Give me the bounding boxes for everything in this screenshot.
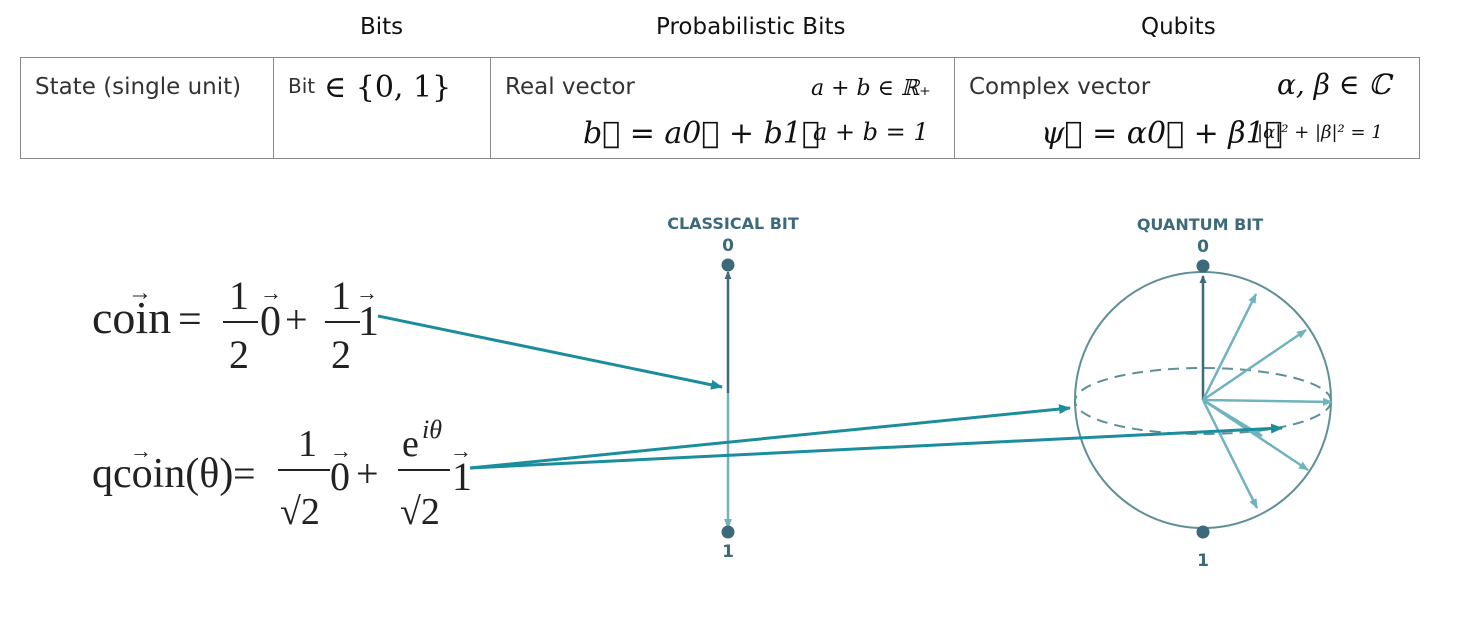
- qcoin-vec-1-arrow: →: [450, 438, 472, 463]
- qcoin-vec-0-arrow: →: [330, 438, 352, 463]
- qcoin-vec-0: 0: [330, 454, 350, 499]
- header-qubits: Qubits: [1141, 14, 1216, 40]
- coin-den-2: 2: [331, 332, 351, 377]
- qcoin-equals: =: [233, 451, 256, 496]
- qcoin-lhs: qcoin(θ): [92, 451, 233, 497]
- bits-cell: Bit ∈ {0, 1}: [273, 57, 491, 159]
- classical-bit-figure: CLASSICAL BIT 0 1: [667, 214, 799, 562]
- coin-plus: +: [285, 297, 308, 342]
- row-label: State (single unit): [35, 74, 242, 100]
- qubit-vector-2: [1202, 328, 1307, 402]
- quantum-bit-top-label: 0: [1197, 237, 1209, 257]
- coin-vec-0-arrow: →: [260, 280, 282, 305]
- pbits-cell: Real vector a + b ∈ ℝ₊ b⃗ = a0⃗ + b1⃗ a …: [490, 57, 955, 159]
- qcoin-den-2: √2: [400, 491, 440, 533]
- qubits-cell: Complex vector α, β ∈ ℂ ψ⃗ = α0⃗ + β1⃗ |…: [954, 57, 1420, 159]
- coin-equals: =: [178, 297, 202, 343]
- coin-lhs: coin: [92, 292, 171, 343]
- qubit-vector-3: [1202, 397, 1333, 406]
- qcoin-connector-arrow-2: [469, 423, 1283, 470]
- coin-vec-1: 1: [358, 299, 379, 345]
- coin-num-2: 1: [331, 273, 351, 318]
- qcoin-lhs-arrow: →: [130, 438, 152, 463]
- coin-vec-0: 0: [260, 299, 281, 345]
- header-probabilistic-bits: Probabilistic Bits: [656, 14, 846, 40]
- table-row: State (single unit) Bit ∈ {0, 1} Real ve…: [20, 57, 1420, 159]
- qubit-vector-1: [1201, 293, 1258, 401]
- qubit-vector-5: [1201, 399, 1259, 509]
- qubits-condition-2: |α|² + |β|² = 1: [1257, 122, 1383, 143]
- qcoin-num-1: 1: [298, 423, 317, 465]
- coin-den-1: 2: [229, 332, 249, 377]
- coin-num-1: 1: [229, 273, 249, 318]
- coin-lhs-arrow: →: [128, 280, 152, 306]
- header-bits: Bits: [360, 14, 404, 40]
- qcoin-plus: +: [356, 451, 379, 496]
- pbits-equation: b⃗ = a0⃗ + b1⃗: [583, 116, 820, 151]
- qubits-equation: ψ⃗ = α0⃗ + β1⃗: [1041, 116, 1283, 151]
- pbits-condition-2: a + b = 1: [813, 118, 929, 146]
- qcoin-den-1: √2: [280, 491, 320, 533]
- bit-set-math: ∈ {0, 1}: [324, 70, 452, 105]
- comparison-table: State (single unit) Bit ∈ {0, 1} Real ve…: [20, 57, 1420, 159]
- qubits-label: Complex vector: [969, 74, 1151, 100]
- classical-bit-title: CLASSICAL BIT: [667, 214, 799, 233]
- quantum-top-dot: [1196, 259, 1210, 273]
- qcoin-vec-1: 1: [452, 454, 472, 499]
- row-label-cell: State (single unit): [20, 57, 274, 159]
- classical-bit-bottom-label: 1: [722, 542, 734, 562]
- pbits-label: Real vector: [505, 74, 635, 100]
- coin-connector-arrow: [377, 314, 723, 390]
- classical-bottom-dot: [721, 525, 735, 539]
- bit-label: Bit: [288, 74, 316, 98]
- qcoin-num-2-sup: iθ: [422, 415, 442, 444]
- quantum-bit-title: QUANTUM BIT: [1137, 215, 1263, 234]
- classical-top-dot: [721, 258, 735, 272]
- quantum-bottom-dot: [1196, 525, 1210, 539]
- quantum-bit-figure: QUANTUM BIT 0 1: [1074, 215, 1333, 571]
- coin-equation: coin → = 1 2 0 → + 1 2 1 →: [92, 273, 379, 377]
- classical-bit-top-label: 0: [722, 236, 734, 256]
- qcoin-connector-arrow-1: [469, 404, 1071, 470]
- qubits-condition-1: α, β ∈ ℂ: [1277, 68, 1391, 101]
- qcoin-equation: qcoin(θ) → = 1 √2 0 → + e iθ √2 1 →: [92, 415, 472, 533]
- quantum-bit-bottom-label: 1: [1197, 551, 1209, 571]
- qcoin-num-2: e: [402, 423, 419, 465]
- pbits-condition-1: a + b ∈ ℝ₊: [811, 76, 931, 101]
- coin-vec-1-arrow: →: [356, 280, 378, 305]
